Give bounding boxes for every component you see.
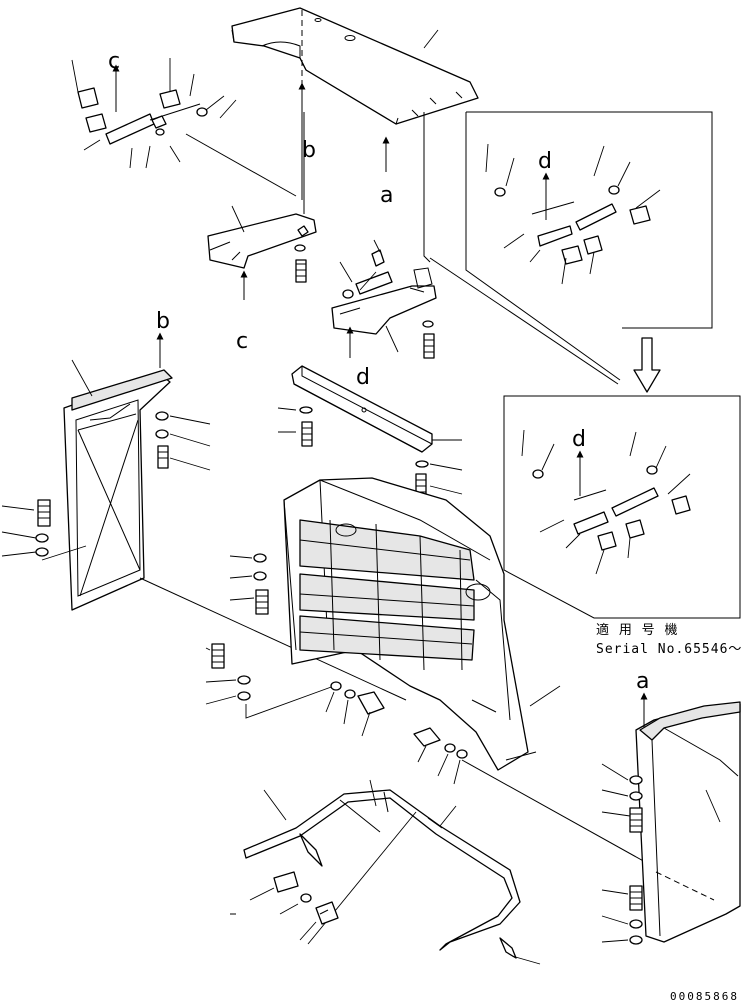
callout-c-label-bottom: c	[236, 329, 248, 354]
callout-b-label: b	[302, 138, 316, 163]
cowling-bolts-left	[205, 553, 335, 719]
cowling-bolts-lower	[325, 681, 657, 869]
callout-d-label-frame1: d	[538, 149, 552, 174]
document-number: 00085868	[670, 990, 739, 1003]
right-side-panel: a	[601, 669, 741, 945]
callout-a-roof: a	[380, 136, 393, 208]
grille-cowling	[283, 477, 561, 771]
mounting-beam	[291, 365, 462, 453]
hinge-set-upper-left: c	[71, 49, 237, 169]
note-serial-number: Serial No.65546～	[596, 642, 742, 657]
callout-d-label-frame2: d	[572, 427, 586, 452]
callout-b-label-left: b	[156, 309, 170, 334]
latch-hardware	[230, 871, 339, 941]
callout-c-label-top: c	[108, 49, 120, 74]
detail-frame-lower: d	[503, 395, 741, 619]
callout-a-label-right: a	[636, 669, 649, 694]
roof-panel	[231, 7, 479, 125]
detail-frame-upper: d	[465, 111, 713, 381]
hinge-bracket-middle: c	[207, 205, 317, 354]
note-applicable-label: 適 用 号 機	[596, 622, 678, 638]
transition-arrow	[633, 337, 661, 393]
callout-a-label: a	[380, 183, 393, 208]
lower-tube-frame	[243, 779, 541, 965]
callout-b-roof: b	[298, 82, 316, 200]
applicable-serial-note: 適 用 号 機 Serial No.65546～	[596, 622, 742, 657]
callout-d-label-center: d	[356, 365, 370, 390]
left-side-panel: b	[1, 309, 407, 701]
beam-bolts-left	[277, 406, 313, 447]
beam-bolts-right	[415, 460, 463, 501]
hinge-bracket-center: d	[331, 239, 437, 390]
